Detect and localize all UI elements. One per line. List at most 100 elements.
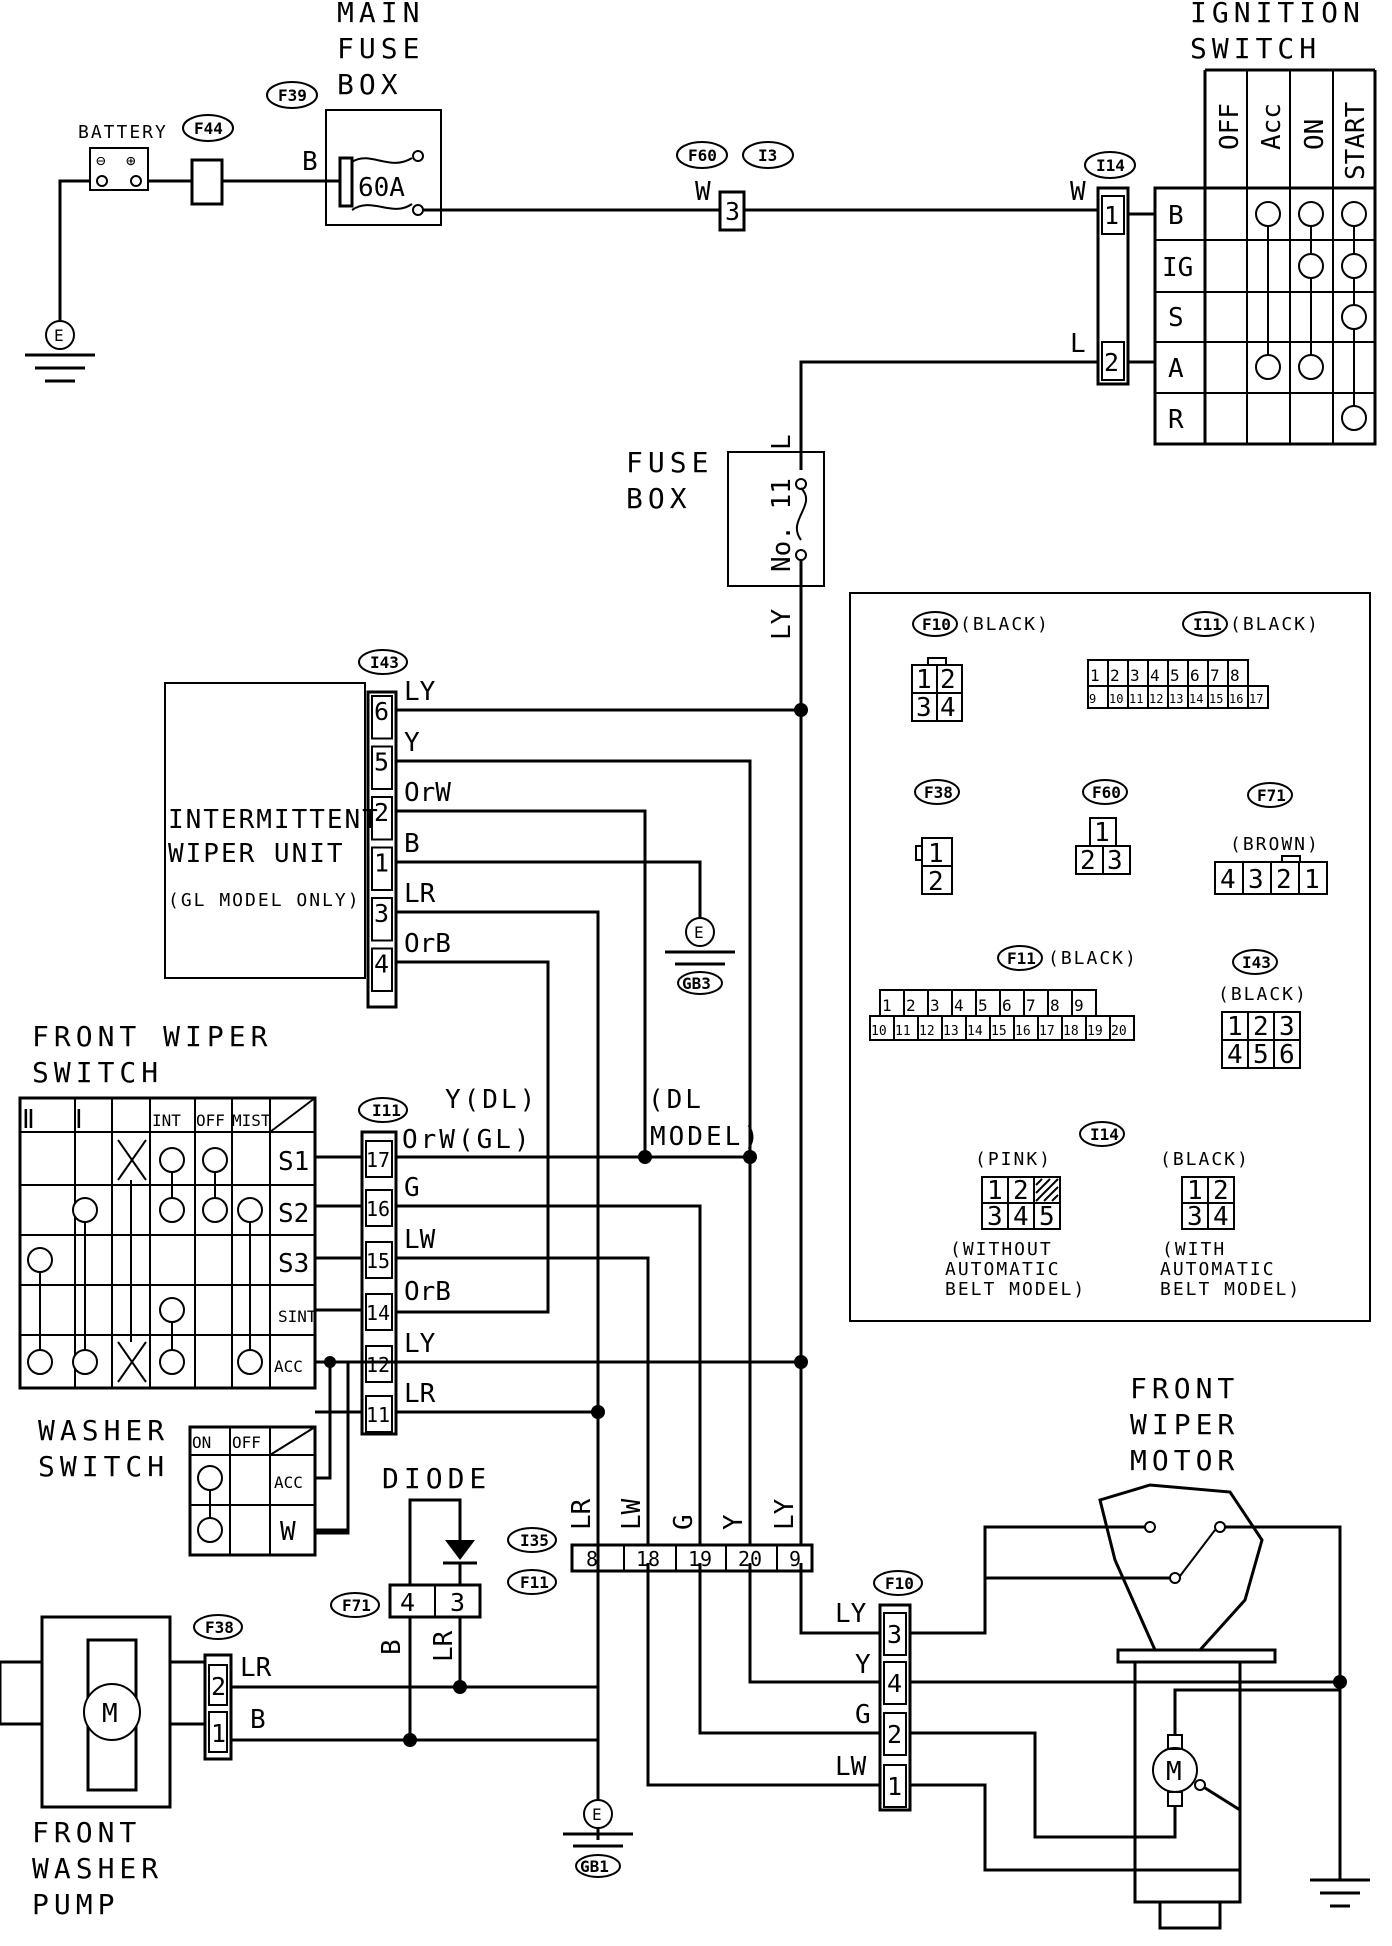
- svg-text:2: 2: [1213, 1176, 1229, 1206]
- connector-i14: [1096, 186, 1130, 386]
- svg-text:1: 1: [1227, 1012, 1243, 1042]
- svg-text:W: W: [280, 1517, 296, 1547]
- connector-f11-tag: [507, 1569, 557, 1595]
- svg-text:LR: LR: [567, 1498, 597, 1530]
- svg-text:BELT MODEL): BELT MODEL): [1160, 1279, 1301, 1300]
- svg-text:LW: LW: [404, 1225, 436, 1255]
- svg-text:B: B: [404, 829, 420, 859]
- svg-text:G: G: [669, 1514, 699, 1530]
- fuse-box: FUSE BOX No. 11 L: [626, 434, 825, 587]
- svg-text:OrB: OrB: [404, 1277, 451, 1307]
- connector-pin: 4: [954, 996, 964, 1015]
- svg-text:(PINK): (PINK): [975, 1149, 1052, 1170]
- connector-pin: 12: [366, 1353, 390, 1377]
- connector-pin: 2: [374, 798, 389, 827]
- svg-text:WASHER: WASHER: [32, 1852, 163, 1885]
- connector-pin: 12: [1149, 692, 1163, 706]
- connector-pin: 2: [1110, 666, 1120, 685]
- svg-text:2: 2: [940, 665, 956, 695]
- svg-text:WASHER: WASHER: [38, 1414, 169, 1447]
- connector-pin: 5: [978, 996, 988, 1015]
- ground-gb3: E GB3: [665, 917, 735, 995]
- svg-text:Y(DL): Y(DL): [445, 1085, 538, 1115]
- washer-switch: WASHER SWITCH ON OFF ACC W: [38, 1414, 317, 1557]
- main-fuse-box: MAIN FUSE BOX F39 60A: [266, 0, 442, 226]
- connector-i14-tag: [1084, 151, 1136, 179]
- svg-text:5: 5: [1039, 1202, 1055, 1232]
- svg-text:BATTERY: BATTERY: [78, 122, 168, 143]
- svg-text:FUSE: FUSE: [626, 446, 713, 479]
- svg-text:3: 3: [725, 197, 740, 226]
- svg-text:F60: F60: [1092, 783, 1121, 802]
- svg-text:OFF: OFF: [1215, 103, 1245, 150]
- svg-text:I14: I14: [1096, 156, 1125, 175]
- connector-pin: 1: [374, 849, 389, 878]
- connector-pin: 8: [1230, 666, 1240, 685]
- svg-text:AUTOMATIC: AUTOMATIC: [945, 1259, 1061, 1280]
- connector-i3-tag: [742, 141, 794, 169]
- connector-pin: 20: [1111, 1024, 1127, 1039]
- connector-pin: 8: [586, 1547, 598, 1571]
- connector-pin: 3: [887, 1620, 902, 1649]
- svg-text:INT: INT: [152, 1111, 181, 1130]
- svg-text:Y: Y: [404, 728, 420, 758]
- svg-text:60A: 60A: [358, 173, 405, 203]
- svg-text:FRONT: FRONT: [1130, 1372, 1239, 1405]
- connector-pin: 15: [366, 1249, 390, 1273]
- svg-text:2: 2: [1104, 348, 1119, 377]
- svg-text:E: E: [54, 326, 64, 345]
- svg-text:L: L: [767, 434, 797, 450]
- connector-pin: 6: [374, 697, 389, 726]
- connector-pin: 14: [366, 1301, 390, 1325]
- connector-pin: 16: [1015, 1024, 1031, 1039]
- svg-text:(WITH: (WITH: [1162, 1239, 1226, 1260]
- svg-text:S: S: [1168, 303, 1184, 333]
- svg-text:OFF: OFF: [232, 1433, 261, 1452]
- svg-text:F10: F10: [922, 615, 951, 634]
- svg-text:4: 4: [1013, 1202, 1029, 1232]
- svg-text:ON: ON: [1300, 119, 1330, 150]
- svg-text:IGNITION: IGNITION: [1190, 0, 1365, 29]
- connector-pin: 4: [1150, 666, 1160, 685]
- ignition-switch: IGNITION SWITCH OFF Acc ON START B IG S …: [1153, 0, 1377, 446]
- svg-text:R: R: [1168, 405, 1184, 435]
- connector-pin: 11: [366, 1403, 390, 1427]
- svg-text:FRONT: FRONT: [32, 1816, 141, 1849]
- svg-text:F44: F44: [194, 119, 223, 138]
- connector-pin: 17: [1039, 1024, 1055, 1039]
- connector-pin: 18: [1063, 1024, 1079, 1039]
- svg-text:LY: LY: [404, 677, 436, 707]
- svg-text:(DL: (DL: [648, 1085, 704, 1115]
- svg-text:AUTOMATIC: AUTOMATIC: [1160, 1259, 1276, 1280]
- connector-pin: 1: [1090, 666, 1100, 685]
- connector-pin: 5: [1170, 666, 1180, 685]
- connector-pin: 16: [1229, 692, 1243, 706]
- svg-text:1: 1: [1187, 1176, 1203, 1206]
- svg-text:G: G: [855, 1700, 871, 1730]
- svg-text:3: 3: [916, 693, 932, 723]
- svg-text:SWITCH: SWITCH: [1190, 32, 1321, 65]
- svg-text:INTERMITTENT: INTERMITTENT: [168, 805, 380, 835]
- battery-plus-icon: ⊕: [126, 151, 136, 170]
- svg-text:F71: F71: [1257, 786, 1286, 805]
- connector-pin: 5: [374, 748, 389, 777]
- ground-gb1: E GB1: [563, 1799, 633, 1878]
- svg-text:3: 3: [450, 1588, 465, 1617]
- svg-text:BELT MODEL): BELT MODEL): [945, 1279, 1086, 1300]
- intermittent-wiper-unit: INTERMITTENT WIPER UNIT (GL MODEL ONLY): [164, 682, 380, 979]
- svg-text:I43: I43: [370, 653, 399, 672]
- svg-text:Ⅱ: Ⅱ: [22, 1105, 35, 1135]
- svg-text:(BLACK): (BLACK): [960, 614, 1050, 635]
- svg-text:3: 3: [1187, 1202, 1203, 1232]
- svg-text:4: 4: [400, 1588, 415, 1617]
- connector-pin: 9: [1089, 692, 1096, 706]
- svg-text:1: 1: [928, 839, 944, 869]
- svg-text:FRONT WIPER: FRONT WIPER: [32, 1020, 272, 1053]
- svg-text:LR: LR: [240, 1653, 272, 1683]
- svg-text:I11: I11: [1193, 615, 1222, 634]
- svg-text:G: G: [404, 1173, 420, 1203]
- connector-pin: 3: [930, 996, 940, 1015]
